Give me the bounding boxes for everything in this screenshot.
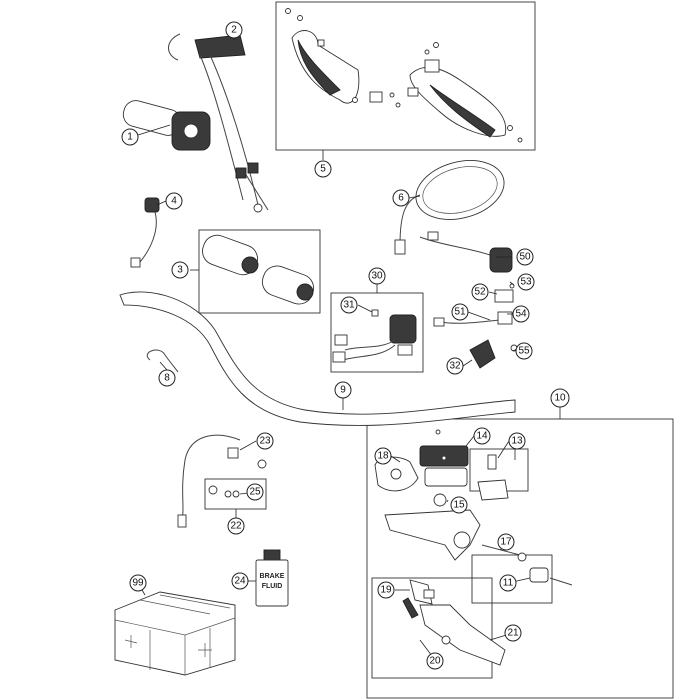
hand-guard-left — [285, 8, 401, 108]
callout-51: 51 — [451, 303, 469, 321]
svg-text:8: 8 — [164, 373, 170, 384]
group-box-10 — [366, 418, 674, 699]
callout-8: 8 — [158, 369, 176, 387]
callout-53: 53 — [517, 273, 535, 291]
right-switch-assembly — [419, 231, 518, 369]
svg-text:9: 9 — [340, 385, 346, 396]
callout-6: 6 — [392, 189, 410, 207]
callout-25: 25 — [246, 483, 264, 501]
svg-text:53: 53 — [520, 277, 532, 288]
brake-fluid-can: BRAKE FLUID — [255, 549, 289, 607]
svg-text:3: 3 — [177, 265, 183, 276]
callout-13: 13 — [508, 432, 526, 450]
svg-text:13: 13 — [511, 436, 523, 447]
mirror — [394, 160, 505, 255]
group-box-21 — [371, 577, 493, 679]
group-box-3 — [198, 229, 321, 314]
callout-9: 9 — [334, 381, 352, 399]
sensor-cable — [130, 197, 160, 268]
svg-text:32: 32 — [449, 361, 461, 372]
svg-text:4: 4 — [171, 196, 177, 207]
callout-15: 15 — [450, 496, 468, 514]
svg-text:5: 5 — [320, 164, 326, 175]
svg-text:15: 15 — [453, 500, 465, 511]
svg-text:17: 17 — [500, 537, 512, 548]
callout-54: 54 — [512, 305, 530, 323]
throttle-cables — [168, 33, 269, 213]
callout-99: 99 — [129, 574, 147, 592]
svg-text:14: 14 — [476, 431, 488, 442]
callout-1: 1 — [121, 128, 139, 146]
callout-18: 18 — [374, 447, 392, 465]
callout-11: 11 — [499, 574, 517, 592]
callout-22: 22 — [227, 517, 245, 535]
callout-17: 17 — [497, 533, 515, 551]
callout-55: 55 — [515, 342, 533, 360]
svg-text:52: 52 — [474, 287, 486, 298]
svg-text:50: 50 — [519, 252, 531, 263]
brake-fluid-label-line2: FLUID — [262, 583, 283, 590]
callout-31: 31 — [340, 296, 358, 314]
callout-50: 50 — [516, 248, 534, 266]
group-box-22 — [204, 478, 267, 510]
svg-text:6: 6 — [398, 193, 404, 204]
callout-21: 21 — [504, 624, 522, 642]
tool-kit-box — [114, 591, 236, 676]
svg-text:99: 99 — [132, 578, 144, 589]
svg-text:21: 21 — [507, 628, 519, 639]
callout-14: 14 — [473, 427, 491, 445]
callout-10: 10 — [550, 388, 570, 408]
callout-32: 32 — [446, 357, 464, 375]
svg-text:55: 55 — [518, 346, 530, 357]
svg-text:1: 1 — [127, 132, 133, 143]
svg-text:11: 11 — [503, 578, 514, 589]
svg-text:18: 18 — [377, 451, 389, 462]
hand-guard-right — [407, 42, 523, 143]
brake-fluid-label-line1: BRAKE — [260, 573, 285, 580]
callout-30: 30 — [368, 267, 386, 285]
switch-assembly — [332, 309, 417, 363]
svg-text:23: 23 — [259, 436, 271, 447]
svg-text:25: 25 — [249, 487, 261, 498]
cable-tie — [146, 349, 179, 373]
throttle-grip — [122, 100, 211, 151]
grips — [202, 234, 315, 305]
svg-text:24: 24 — [234, 576, 246, 587]
svg-text:10: 10 — [554, 393, 566, 404]
brake-master-cylinder — [374, 429, 573, 666]
svg-text:19: 19 — [380, 585, 392, 596]
brake-line — [177, 434, 267, 528]
handlebar — [119, 291, 516, 426]
svg-text:54: 54 — [515, 309, 527, 320]
callout-52: 52 — [471, 283, 489, 301]
callout-4: 4 — [165, 192, 183, 210]
svg-text:30: 30 — [371, 271, 383, 282]
svg-text:20: 20 — [429, 656, 441, 667]
callout-19: 19 — [377, 581, 395, 599]
group-box-5 — [275, 1, 536, 151]
svg-text:2: 2 — [231, 25, 237, 36]
svg-text:22: 22 — [230, 521, 242, 532]
svg-text:51: 51 — [454, 307, 466, 318]
callout-3: 3 — [171, 261, 189, 279]
svg-text:31: 31 — [343, 300, 355, 311]
callout-2: 2 — [225, 21, 243, 39]
callout-24: 24 — [231, 572, 249, 590]
callout-20: 20 — [426, 652, 444, 670]
callout-5: 5 — [314, 160, 332, 178]
callout-23: 23 — [256, 432, 274, 450]
